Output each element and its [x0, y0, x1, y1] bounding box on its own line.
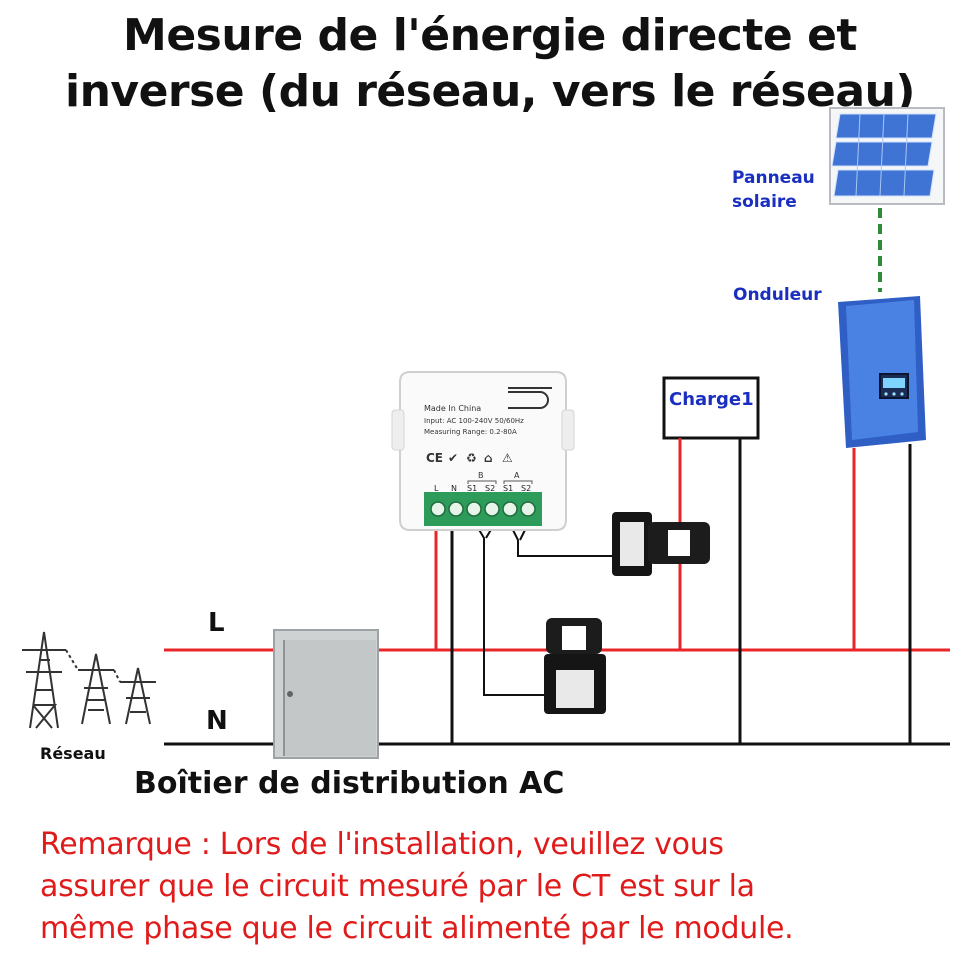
terminal-label: L: [434, 484, 439, 493]
svg-text:⚠: ⚠: [502, 451, 513, 465]
terminal-label: S1: [503, 484, 514, 493]
remark-line-1: Remarque : Lors de l'installation, veuil…: [40, 827, 724, 862]
distribution-box-label: Boîtier de distribution AC: [134, 766, 565, 801]
ct-clamp-b: [544, 618, 606, 714]
module-input: Input: AC 100-240V 50/60Hz: [424, 417, 524, 425]
installation-remark: Remarque : Lors de l'installation, veuil…: [40, 824, 970, 950]
live-label: L: [208, 608, 225, 638]
load-box: [662, 376, 760, 440]
title-line-2: inverse (du réseau, vers le réseau): [64, 66, 916, 117]
module-group-b: B: [478, 471, 484, 480]
solar-panel-label-line2: solaire: [732, 192, 797, 212]
terminal-label: S2: [521, 484, 532, 493]
title-line-1: Mesure de l'énergie directe et: [123, 10, 857, 61]
module-made-in: Made In China: [424, 404, 482, 413]
load-label: Charge1: [669, 389, 754, 410]
svg-text:⌂: ⌂: [484, 451, 493, 465]
pylon-icon: [22, 631, 156, 729]
terminal-label: S2: [485, 484, 496, 493]
remark-line-3: même phase que le circuit alimenté par l…: [40, 911, 794, 946]
solar-panel-label-line1: Panneau: [732, 168, 815, 188]
solar-panel-label: Panneau solaire: [732, 166, 815, 214]
module-range: Measuring Range: 0.2-80A: [424, 428, 517, 436]
energy-meter-module: CE ✔ ♻ ⌂ ⚠: [391, 371, 575, 531]
remark-line-2: assurer que le circuit mesuré par le CT …: [40, 869, 755, 904]
grid-label: Réseau: [40, 744, 106, 763]
solar-panel: [829, 107, 945, 205]
svg-text:✔: ✔: [448, 451, 458, 465]
neutral-label: N: [206, 706, 228, 736]
svg-text:CE: CE: [426, 451, 443, 465]
terminal-label: S1: [467, 484, 478, 493]
ct-clamp-a: [612, 512, 710, 576]
distribution-box: [273, 629, 379, 759]
svg-text:♻: ♻: [466, 451, 477, 465]
inverter-label: Onduleur: [733, 285, 822, 305]
module-group-a: A: [514, 471, 520, 480]
inverter: [838, 296, 926, 448]
terminal-label: N: [451, 484, 457, 493]
